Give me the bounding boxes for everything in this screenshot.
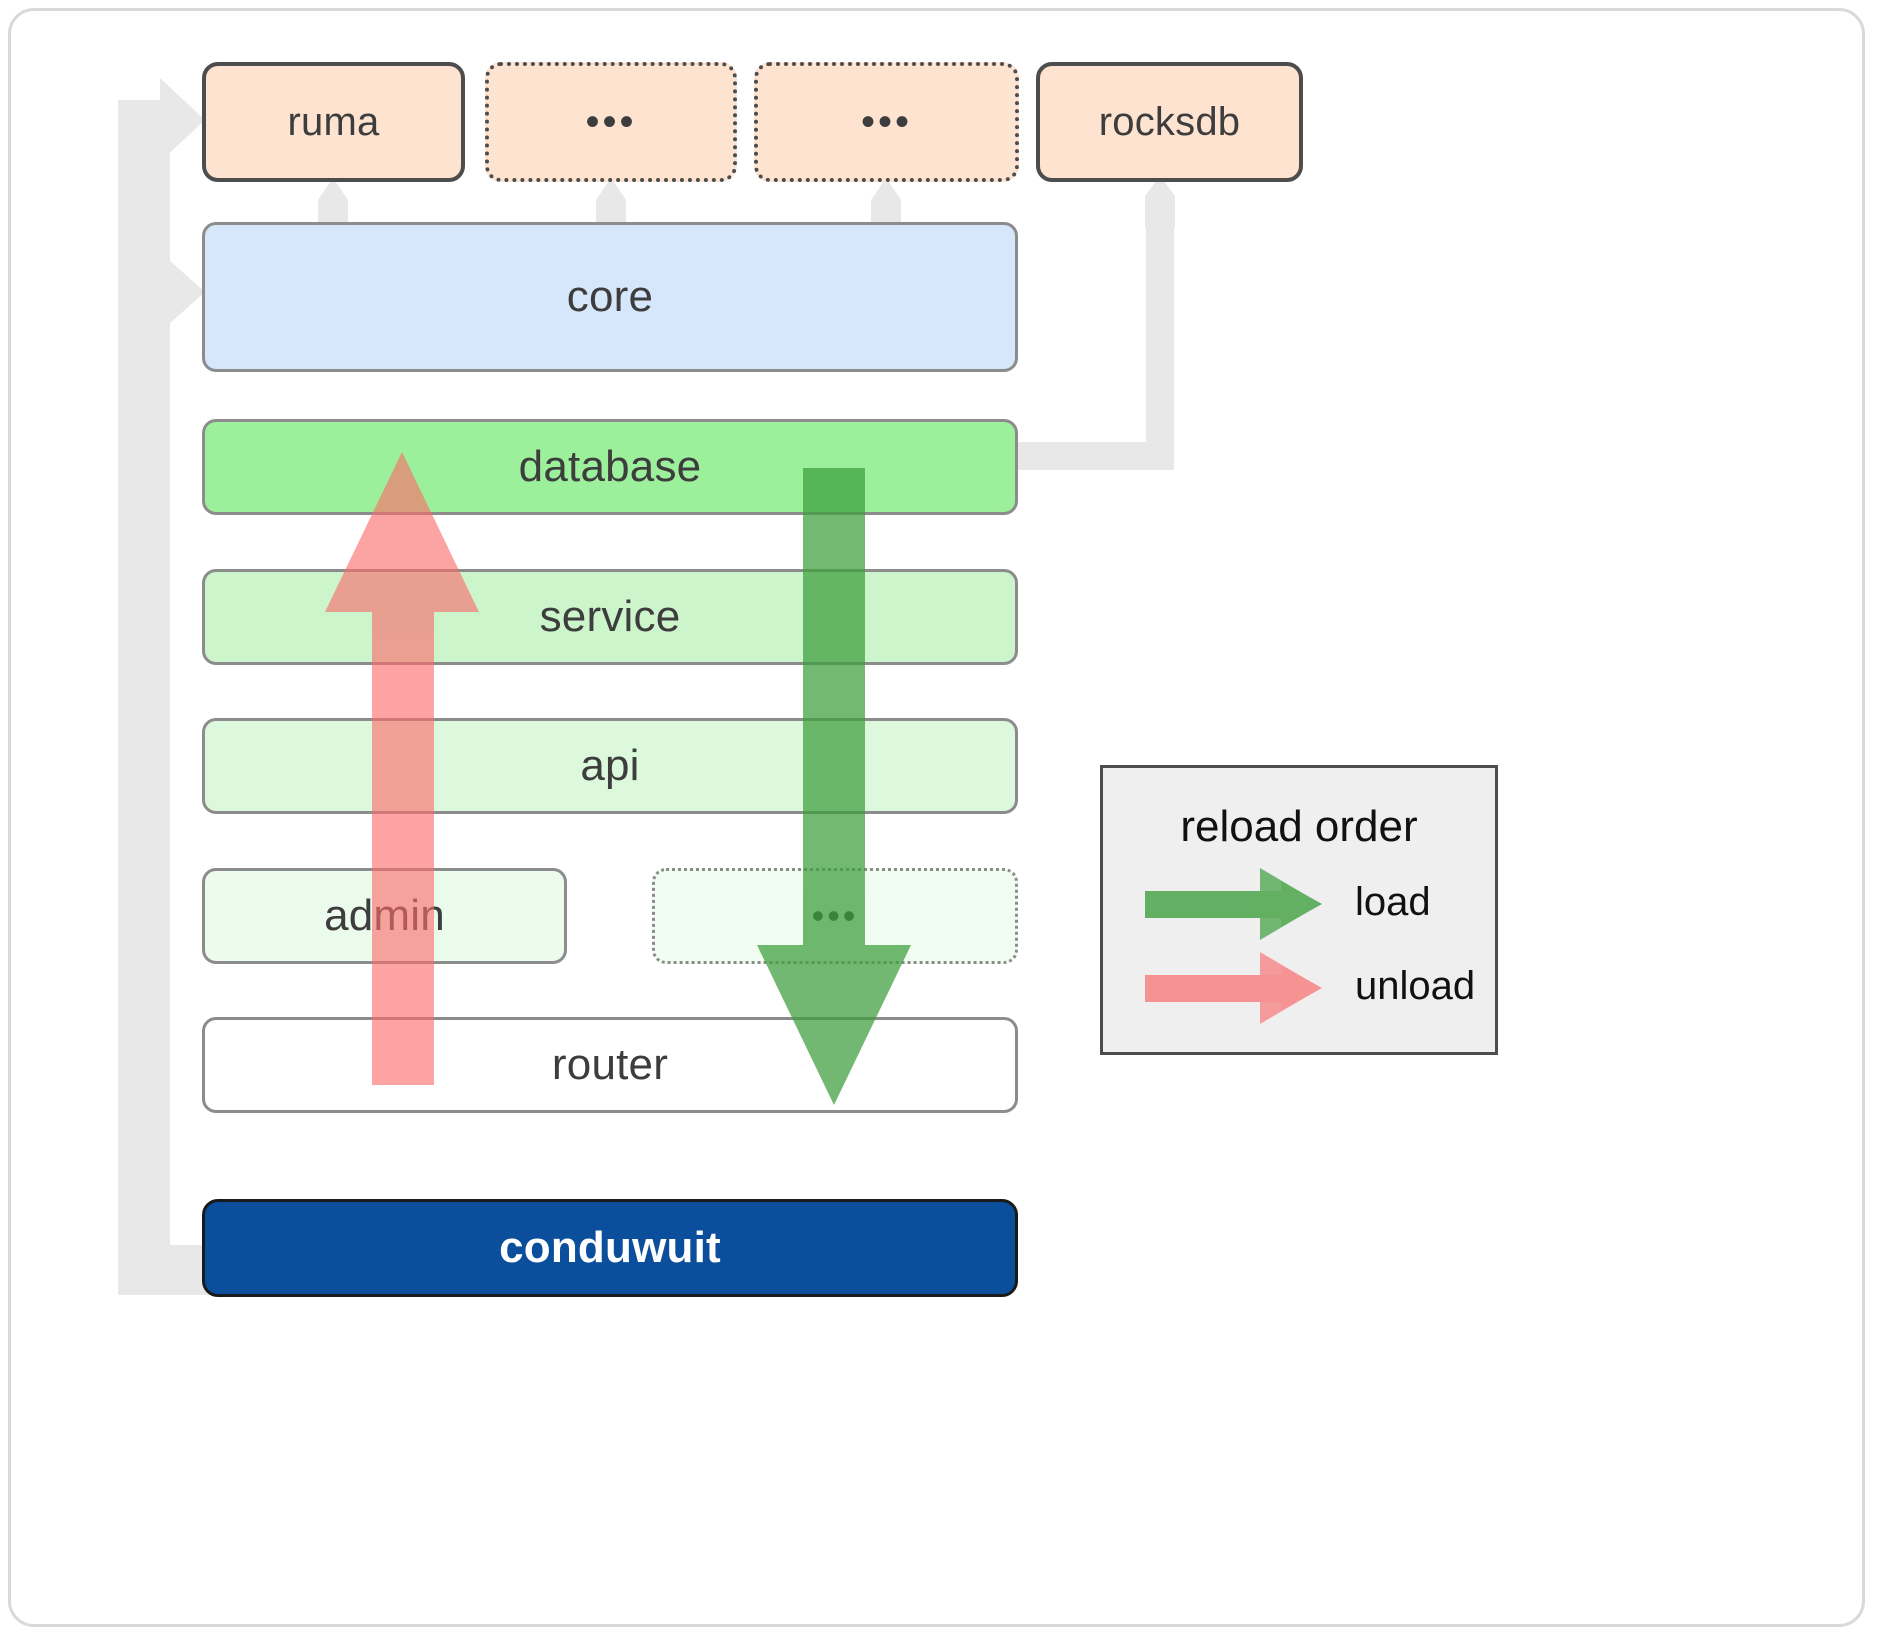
dependency-box-ellipsis-2[interactable]: •••: [754, 62, 1019, 182]
dependency-box-ellipsis-1[interactable]: •••: [485, 62, 737, 182]
legend-title: reload order: [1180, 802, 1418, 851]
layer-box-api[interactable]: api: [202, 718, 1018, 814]
core-label: core: [566, 272, 654, 321]
dependency-label: ruma: [287, 99, 380, 144]
layer-box-admin[interactable]: admin: [202, 868, 567, 964]
layer-label: admin: [324, 891, 445, 940]
layer-label: •••: [811, 895, 859, 937]
legend-label-unload: unload: [1355, 964, 1476, 1008]
dependency-label: rocksdb: [1098, 99, 1241, 144]
layer-label: service: [539, 592, 681, 641]
legend-label-load: load: [1355, 880, 1431, 924]
binary-label: conduwuit: [499, 1223, 721, 1272]
legend-panel: reload order load unload: [1100, 765, 1498, 1055]
dependency-label: •••: [585, 100, 637, 144]
unload-arrow-icon: [1145, 952, 1322, 1024]
layer-box-router[interactable]: router: [202, 1017, 1018, 1113]
load-arrow-icon: [1145, 868, 1322, 940]
layer-box-ellipsis[interactable]: •••: [652, 868, 1018, 964]
layer-box-database[interactable]: database: [202, 419, 1018, 515]
dependency-box-rocksdb[interactable]: rocksdb: [1036, 62, 1303, 182]
layer-label: database: [518, 442, 702, 491]
dependency-label: •••: [860, 100, 912, 144]
layer-label: api: [580, 741, 640, 790]
layer-box-service[interactable]: service: [202, 569, 1018, 665]
layer-label: router: [551, 1040, 669, 1089]
legend-arrow-icons: [1145, 868, 1322, 1024]
binary-box-conduwuit[interactable]: conduwuit: [202, 1199, 1018, 1297]
dependency-box-ruma[interactable]: ruma: [202, 62, 465, 182]
core-box[interactable]: core: [202, 222, 1018, 372]
